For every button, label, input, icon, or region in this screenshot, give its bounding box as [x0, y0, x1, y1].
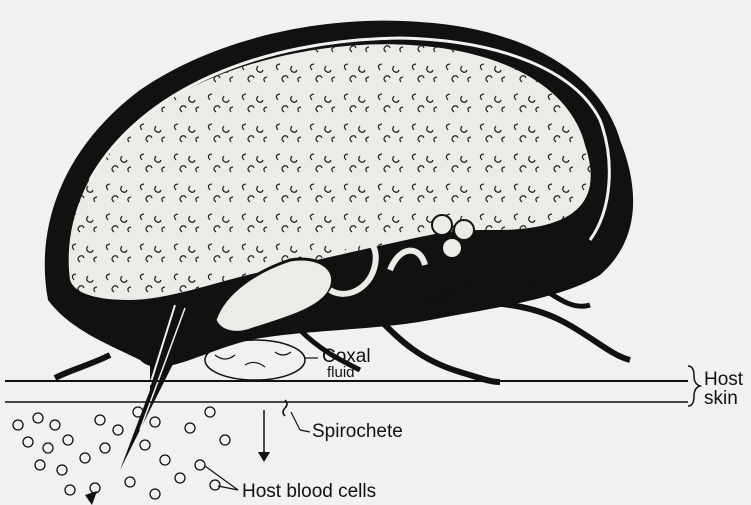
- coxal-fluid-label-2: fluid: [327, 364, 355, 381]
- feeding-arrowhead: [85, 491, 97, 505]
- host-skin-label-1: Host: [704, 369, 744, 390]
- spirochete-label: Spirochete: [312, 421, 403, 442]
- host-skin-label-2: skin: [704, 388, 738, 409]
- leg-3: [380, 320, 500, 382]
- spirochete-arrowhead: [258, 452, 270, 462]
- spirochete-pointer: [300, 430, 310, 432]
- coxal-fluid-drop: [205, 340, 305, 380]
- host-blood-cells-cluster: [13, 407, 230, 499]
- skin-brace: [688, 366, 700, 406]
- leg-left: [55, 355, 110, 378]
- host-blood-cells-label: Host blood cells: [242, 481, 376, 502]
